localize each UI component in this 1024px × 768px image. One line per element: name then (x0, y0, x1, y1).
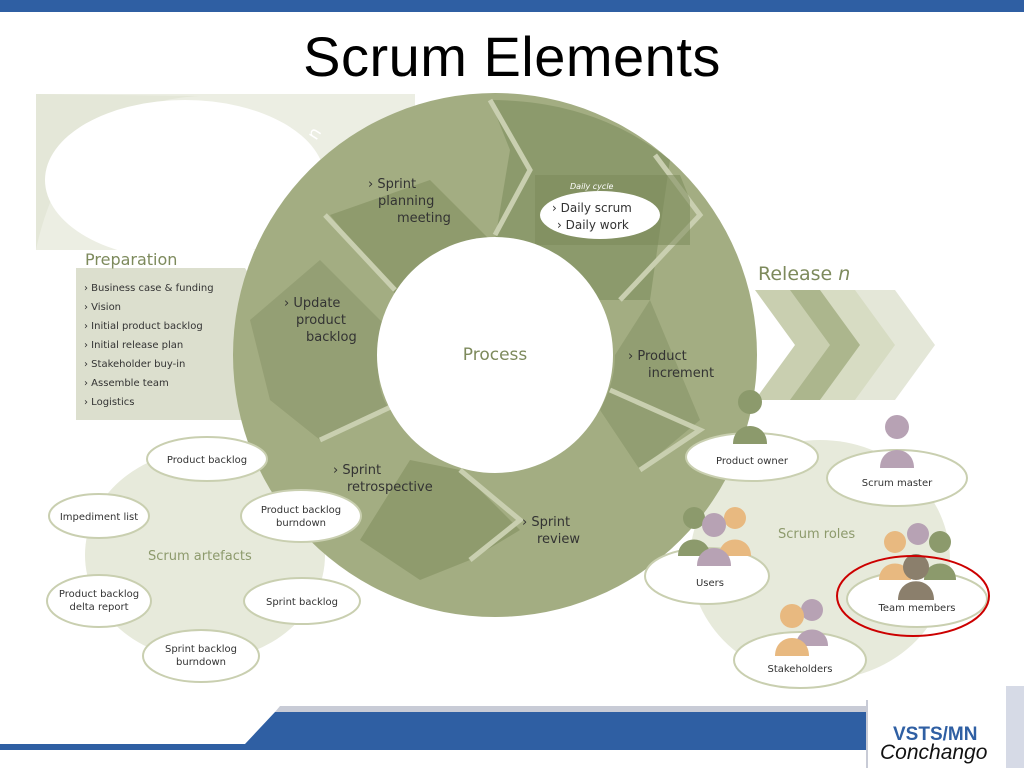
retrospective-line: retrospective (347, 480, 433, 495)
preparation-item: › Initial release plan (84, 340, 183, 351)
release-arrows (755, 290, 935, 400)
daily-cycle-label: Daily cycle (570, 182, 614, 191)
footer-shadow (275, 706, 870, 712)
artefact-label: Product backlog (167, 455, 247, 466)
artefact-label: Impediment list (60, 512, 138, 523)
update-backlog-line: backlog (306, 330, 357, 345)
top-accent-bar (0, 0, 1024, 12)
artefact-label: Sprint backlog (165, 644, 237, 655)
update-backlog-line: › Update (284, 296, 340, 311)
preparation-item: › Logistics (84, 397, 134, 408)
process-label: Process (463, 345, 528, 365)
footer-right-tab (1006, 686, 1024, 768)
daily-work-label: › Daily work (557, 218, 629, 232)
role-bubbles: Product owner Scrum master Users Team me… (644, 432, 988, 689)
team-members-group-icon (879, 523, 956, 600)
sprint-planning-line: planning (378, 194, 434, 209)
artefact-label: burndown (176, 657, 226, 668)
preparation-item: › Assemble team (84, 378, 169, 389)
footer-band (0, 712, 1024, 750)
role-label: Stakeholders (767, 664, 832, 675)
review-line: › Sprint (522, 515, 570, 530)
sprint-planning-line: › Sprint (368, 177, 416, 192)
product-increment-line: increment (648, 366, 714, 381)
preparation-item: › Vision (84, 302, 121, 313)
artefact-label: Sprint backlog (266, 597, 338, 608)
role-label: Scrum master (862, 478, 933, 489)
artefact-bubble (243, 577, 361, 625)
daily-cycle-bubble (540, 191, 660, 239)
footer-logo-divider (866, 700, 868, 768)
product-increment-line: › Product (628, 349, 687, 364)
users-group-icon (678, 507, 751, 566)
preparation-list: › Business case & funding › Vision › Ini… (84, 283, 214, 408)
preparation-title: Preparation (85, 250, 177, 269)
artefact-bubbles: Product backlog Impediment list Product … (46, 436, 362, 683)
scrum-master-icon (880, 415, 914, 468)
roles-label: Scrum roles (778, 527, 855, 542)
team-members-highlight (836, 555, 990, 637)
artefact-label: Product backlog (59, 589, 139, 600)
preparation-item: › Business case & funding (84, 283, 214, 294)
artefact-bubble (142, 629, 260, 683)
artefact-bubble (240, 489, 362, 543)
product-owner-icon (733, 390, 767, 444)
review-line: review (537, 532, 580, 547)
artefact-label: burndown (276, 518, 326, 529)
release-label: Release n (758, 263, 850, 285)
segment-labels: › Sprint planning meeting › Update produ… (284, 177, 714, 547)
slide-title: Scrum Elements (303, 25, 721, 88)
daily-scrum-label: › Daily scrum (552, 201, 632, 215)
role-label: Users (696, 578, 724, 589)
artefact-bubble (46, 574, 152, 628)
role-label: Team members (877, 603, 955, 614)
footer-logo-panel (866, 700, 1024, 768)
role-bubble (733, 631, 867, 689)
person-icons (678, 390, 956, 656)
artefact-label: Product backlog (261, 505, 341, 516)
process-circle (377, 237, 613, 473)
artefact-bubble (146, 436, 268, 482)
footer-brand-text: Conchango (880, 741, 988, 764)
stakeholders-group-icon (775, 599, 828, 656)
artefacts-label: Scrum artefacts (148, 549, 252, 564)
footer-logo-text: VSTS/MN (893, 724, 977, 745)
artefact-bubble (48, 493, 150, 539)
background-white-arc (45, 100, 325, 260)
preparation-item: › Initial product backlog (84, 321, 203, 332)
retrospective-line: › Sprint (333, 463, 381, 478)
preparation-item: › Stakeholder buy-in (84, 359, 185, 370)
role-label: Product owner (716, 456, 789, 467)
artefact-label: delta report (69, 602, 128, 613)
sprint-planning-line: meeting (397, 211, 451, 226)
update-backlog-line: product (296, 313, 346, 328)
